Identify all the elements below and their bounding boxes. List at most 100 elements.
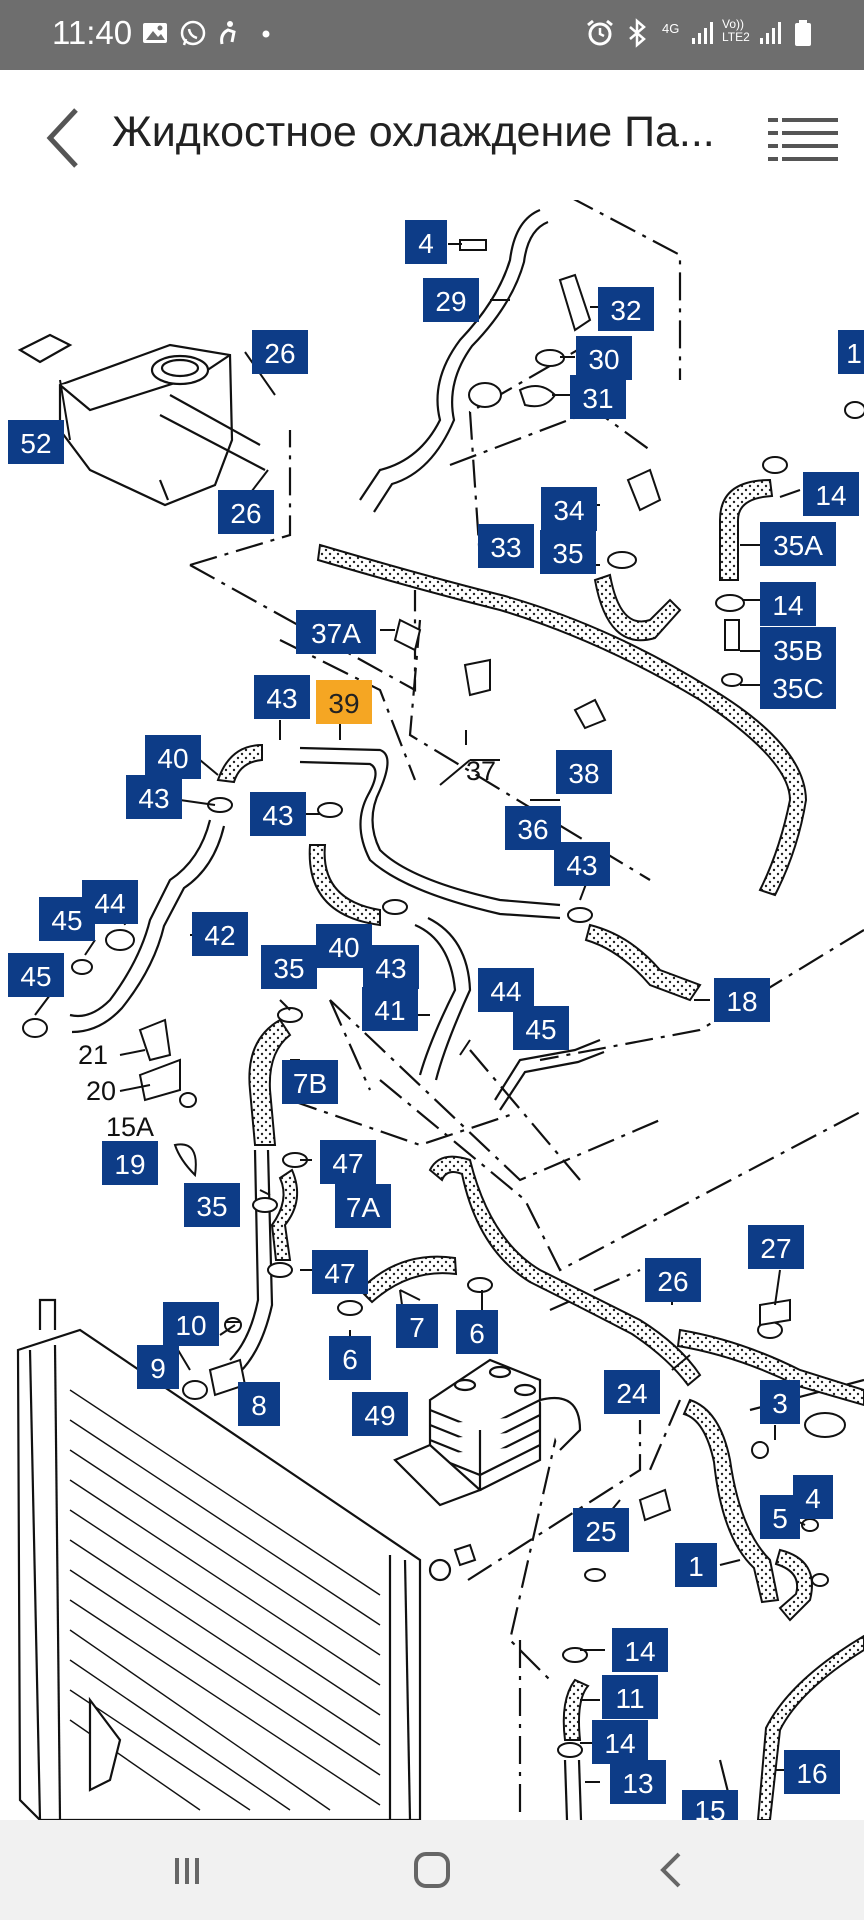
- svg-text:26: 26: [657, 1266, 688, 1297]
- part-label[interactable]: 14: [760, 582, 816, 626]
- part-label[interactable]: 52: [8, 420, 64, 464]
- home-icon[interactable]: [387, 1840, 477, 1900]
- callout-labels[interactable]: 4 29 32 30 31 1 26 52 26 34 33 35 14 35A…: [8, 220, 864, 1820]
- part-label[interactable]: 35B: [760, 627, 836, 671]
- part-label[interactable]: 1: [838, 330, 864, 374]
- svg-text:47: 47: [332, 1148, 363, 1179]
- plain-label: 15A: [106, 1112, 154, 1142]
- part-label[interactable]: 7B: [282, 1060, 338, 1104]
- part-label[interactable]: 10: [163, 1302, 219, 1346]
- part-label[interactable]: 45: [513, 1006, 569, 1050]
- part-label[interactable]: 19: [102, 1141, 158, 1185]
- svg-text:29: 29: [435, 286, 466, 317]
- plain-label: 37: [466, 756, 496, 786]
- part-label[interactable]: 5: [760, 1495, 800, 1539]
- part-label[interactable]: 40: [145, 735, 201, 779]
- part-label[interactable]: 34: [541, 487, 597, 531]
- svg-text:24: 24: [616, 1378, 647, 1409]
- part-label[interactable]: 9: [137, 1345, 179, 1389]
- part-label[interactable]: 36: [505, 806, 561, 850]
- svg-text:10: 10: [175, 1310, 206, 1341]
- part-label[interactable]: 6: [456, 1310, 498, 1354]
- part-label[interactable]: 44: [478, 968, 534, 1012]
- part-label[interactable]: 35: [184, 1183, 240, 1227]
- part-label[interactable]: 26: [252, 330, 308, 374]
- part-label[interactable]: 31: [570, 375, 626, 419]
- part-label[interactable]: 14: [592, 1720, 648, 1764]
- part-label[interactable]: 41: [362, 987, 418, 1031]
- svg-text:6: 6: [342, 1344, 358, 1375]
- part-label[interactable]: 43: [126, 775, 182, 819]
- navigation-bar: [0, 1820, 864, 1920]
- part-label[interactable]: 47: [320, 1140, 376, 1184]
- part-label[interactable]: 49: [352, 1392, 408, 1436]
- part-label[interactable]: 43: [250, 792, 306, 836]
- app-bar: Жидкостное охлаждение Па...: [0, 70, 864, 200]
- plain-label: 21: [78, 1040, 108, 1070]
- part-label[interactable]: 7: [396, 1304, 438, 1348]
- part-label[interactable]: 25: [573, 1508, 629, 1552]
- part-label[interactable]: 15: [682, 1790, 738, 1820]
- svg-text:40: 40: [157, 743, 188, 774]
- svg-text:31: 31: [582, 383, 613, 414]
- svg-text:19: 19: [114, 1149, 145, 1180]
- part-label[interactable]: 38: [556, 750, 612, 794]
- part-label[interactable]: 29: [423, 278, 479, 322]
- part-label[interactable]: 35: [261, 945, 317, 989]
- part-label[interactable]: 27: [748, 1225, 804, 1269]
- svg-text:43: 43: [262, 800, 293, 831]
- list-menu-icon[interactable]: [768, 114, 840, 166]
- chevron-left-icon[interactable]: [30, 98, 100, 178]
- part-label[interactable]: 43: [554, 842, 610, 886]
- status-time: 11:40: [52, 14, 133, 51]
- part-label[interactable]: 43: [254, 675, 310, 719]
- back-icon[interactable]: [627, 1840, 717, 1900]
- svg-text:44: 44: [490, 976, 521, 1007]
- part-label[interactable]: 1: [675, 1543, 717, 1587]
- part-label[interactable]: 35: [540, 530, 596, 574]
- part-label[interactable]: 26: [218, 490, 274, 534]
- part-label[interactable]: 43: [363, 945, 419, 989]
- part-label[interactable]: 47: [312, 1250, 368, 1294]
- svg-text:45: 45: [525, 1014, 556, 1045]
- part-label[interactable]: 45: [8, 953, 64, 997]
- part-label[interactable]: 14: [612, 1628, 668, 1672]
- part-label[interactable]: 26: [645, 1258, 701, 1302]
- svg-text:6: 6: [469, 1318, 485, 1349]
- svg-text:7A: 7A: [346, 1192, 381, 1223]
- svg-text:35B: 35B: [773, 635, 823, 666]
- bluetooth-icon: [629, 18, 646, 48]
- svg-text:32: 32: [610, 295, 641, 326]
- signal-4g-icon: [692, 22, 713, 44]
- part-label[interactable]: 14: [803, 472, 859, 516]
- svg-text:43: 43: [566, 850, 597, 881]
- part-label[interactable]: 24: [604, 1370, 660, 1414]
- expansion-tank: [17, 333, 266, 507]
- part-label[interactable]: 30: [576, 336, 632, 380]
- cooling-system-diagram[interactable]: 37 21 20 15A 4 29 32 30 31 1 26 52 26 34…: [0, 200, 864, 1820]
- part-label[interactable]: 42: [192, 912, 248, 956]
- part-label[interactable]: 35C: [760, 665, 836, 709]
- part-label[interactable]: 40: [316, 924, 372, 968]
- svg-text:7B: 7B: [293, 1068, 327, 1099]
- part-label[interactable]: 18: [714, 978, 770, 1022]
- svg-text:1: 1: [688, 1551, 704, 1582]
- part-label[interactable]: 6: [329, 1336, 371, 1380]
- part-label[interactable]: 37A: [296, 610, 376, 654]
- svg-text:1: 1: [846, 338, 862, 369]
- part-label[interactable]: 39: [316, 680, 372, 724]
- recents-icon[interactable]: [142, 1840, 232, 1900]
- part-label[interactable]: 11: [602, 1675, 658, 1719]
- part-label[interactable]: 16: [784, 1750, 840, 1794]
- part-label[interactable]: 3: [760, 1380, 800, 1424]
- part-label[interactable]: 33: [478, 524, 534, 568]
- part-label[interactable]: 8: [238, 1382, 280, 1426]
- part-label[interactable]: 35A: [760, 522, 836, 566]
- part-label[interactable]: 7A: [335, 1184, 391, 1228]
- signal-lte2-icon: [760, 22, 781, 44]
- part-label[interactable]: 13: [610, 1760, 666, 1804]
- part-label[interactable]: 4: [405, 220, 447, 264]
- part-label[interactable]: 45: [39, 897, 95, 941]
- part-label[interactable]: 32: [598, 287, 654, 331]
- battery-icon: [795, 20, 811, 46]
